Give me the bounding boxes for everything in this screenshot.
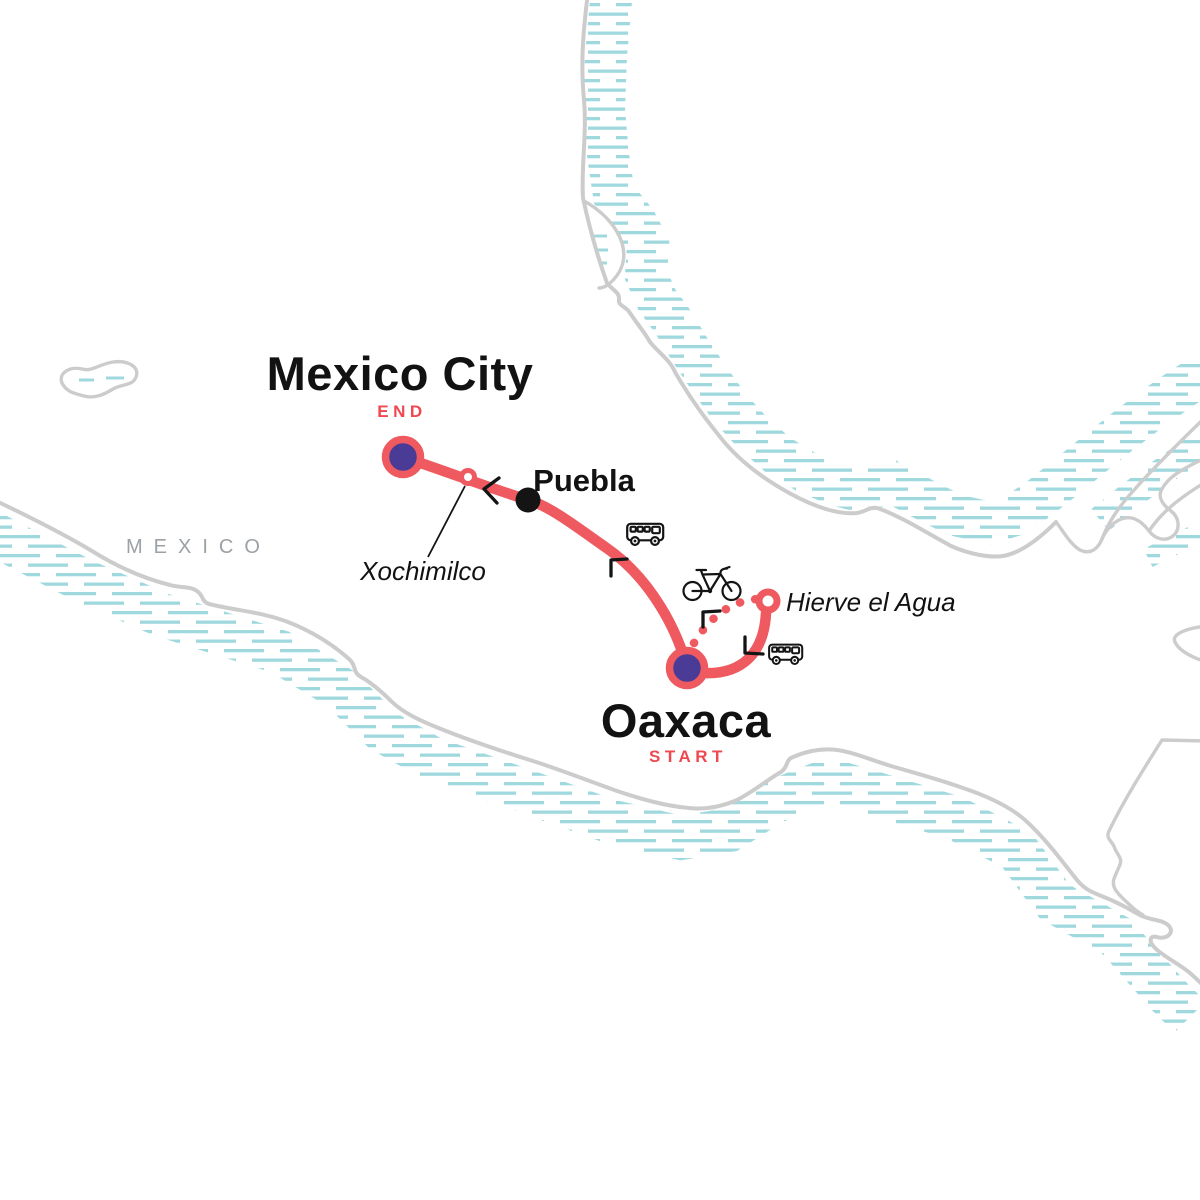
puebla-marker xyxy=(515,487,541,513)
bus-icon xyxy=(626,522,665,547)
xochimilco-label: Xochimilco xyxy=(359,556,486,586)
stop-markers xyxy=(381,435,781,690)
mexico-city-label: Mexico City xyxy=(267,347,534,400)
route-oaxaca-hierve-solid xyxy=(697,607,772,679)
oaxaca-marker xyxy=(665,646,709,690)
water-hatching xyxy=(0,0,1200,1033)
pacific-coastline xyxy=(0,500,1200,986)
puebla-label: Puebla xyxy=(533,463,635,498)
lagoon-arm-b xyxy=(1100,419,1200,541)
hierve-el-agua-label: Hierve el Agua xyxy=(786,587,956,617)
arrow-icon xyxy=(743,635,765,656)
mexico-city-end-tag: END xyxy=(377,402,426,421)
lagoon-arm-c xyxy=(1147,483,1200,533)
map-labels: MEXICO Mexico City END Puebla Xochimilco… xyxy=(126,347,956,766)
xochimilco-leader-line xyxy=(427,485,466,558)
oaxaca-start-tag: START xyxy=(649,747,727,766)
mexico-city-marker xyxy=(381,435,425,479)
route-oaxaca-hierve-dotted xyxy=(689,594,766,648)
arrow-icon xyxy=(482,476,501,505)
arrow-icon xyxy=(609,557,629,578)
country-label: MEXICO xyxy=(126,536,271,558)
border-notch xyxy=(1172,625,1200,662)
gulf-coastline xyxy=(580,0,1058,559)
bicycle-icon xyxy=(682,565,742,602)
xochimilco-marker xyxy=(459,468,477,486)
arrow-icon xyxy=(701,609,722,629)
country-border xyxy=(1106,738,1200,917)
bus-icon xyxy=(768,643,804,666)
hierve-el-agua-marker xyxy=(755,588,781,614)
lagoon-spit xyxy=(582,199,626,290)
route-direction-marks xyxy=(482,476,765,656)
oaxaca-label: Oaxaca xyxy=(601,694,772,747)
lake-outline xyxy=(59,359,139,399)
coastlines xyxy=(0,0,1200,986)
